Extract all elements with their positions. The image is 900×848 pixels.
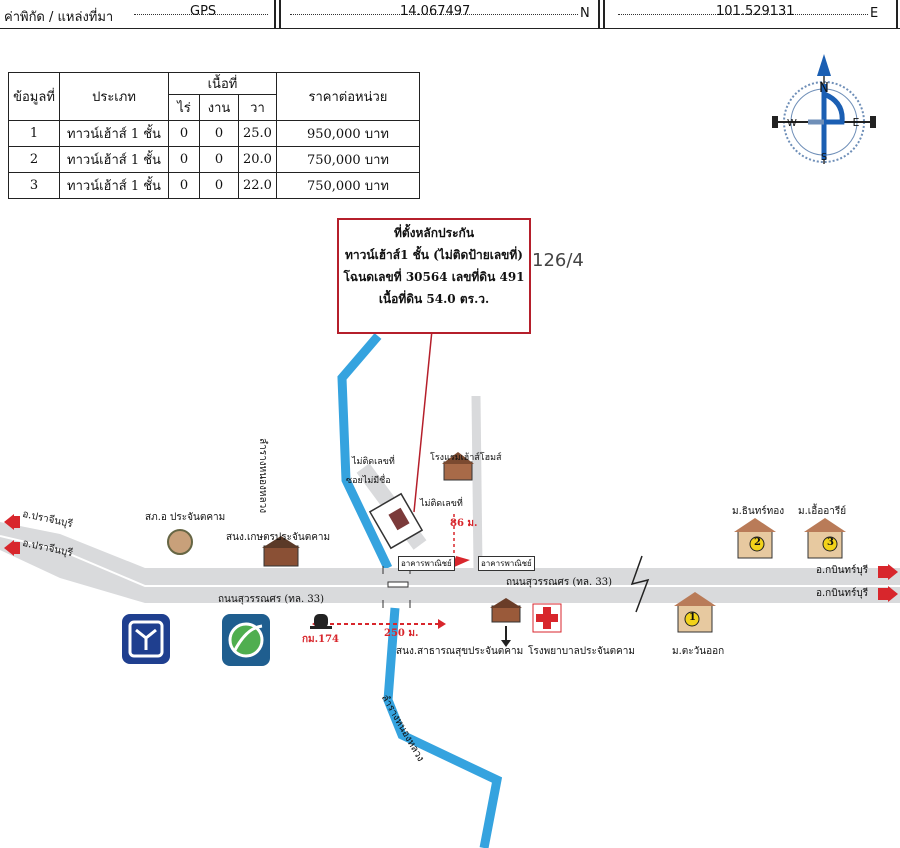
header-ngan: งาน <box>199 94 239 121</box>
road-north-label: ถนนสุวรรณศร (ทล. 33) <box>506 577 612 588</box>
latitude-value: 14.067497 <box>400 4 471 19</box>
callout-line4: เนื้อที่ดิน 54.0 ตร.ว. <box>378 292 490 306</box>
row-no: 1 <box>8 120 60 147</box>
callout-line2: ทาวน์เฮ้าส์1 ชั้น (ไม่ติดป้ายเลขที่) <box>345 248 523 262</box>
agri-office-label: สนง.เกษตรประจันตคาม <box>226 532 331 543</box>
distance-250-label: 250 ม. <box>384 628 419 639</box>
row-type: ทาวน์เฮ้าส์ 1 ชั้น <box>59 172 169 199</box>
east-top-label: อ.กบินทร์บุรี <box>816 565 869 576</box>
police-emblem-icon <box>167 529 193 555</box>
table-row: 3 ทาวน์เฮ้าส์ 1 ชั้น 0 0 22.0 750,000 บา… <box>8 172 420 199</box>
row-price: 750,000 บาท <box>275 146 420 173</box>
row-wa: 25.0 <box>238 120 277 147</box>
header-type: ประเภท <box>59 72 169 121</box>
longitude-value: 101.529131 <box>716 4 795 19</box>
hotel-label: โรงแรมเฮ้าส์โฮมส์ <box>430 453 502 463</box>
commercial-label-1: อาคารพาณิชย์ <box>398 556 455 571</box>
hospital-label: โรงพยาบาลประจันตคาม <box>528 646 635 657</box>
collateral-callout: ที่ตั้งหลักประกัน ทาวน์เฮ้าส์1 ชั้น (ไม่… <box>337 218 531 334</box>
alley-label: ซอยไม่มีชื่อ <box>346 476 391 486</box>
village-3-label: ม.เอื้ออารีย์ <box>798 506 847 517</box>
row-rai: 0 <box>168 172 200 199</box>
compass-w: W <box>787 118 797 129</box>
compass-e: E <box>853 116 860 129</box>
latitude-suffix: N <box>580 6 590 21</box>
row-ngan: 0 <box>199 120 239 147</box>
row-no: 3 <box>8 172 60 199</box>
header-price: ราคาต่อหน่วย <box>275 72 420 121</box>
row-price: 750,000 บาท <box>275 172 420 199</box>
health-office-label: สนง.สาธารณสุขประจันตคาม <box>396 646 524 657</box>
main-road <box>0 522 900 603</box>
compass-s: S <box>821 152 827 163</box>
km-post-icon <box>310 614 332 629</box>
row-ngan: 0 <box>199 172 239 199</box>
bank-logo-icon <box>122 614 170 664</box>
hospital-cross-icon <box>532 603 562 633</box>
village-1-label: ม.ตะวันออก <box>672 646 725 657</box>
village-1-icon <box>674 592 716 633</box>
km-post-label: กม.174 <box>302 634 340 645</box>
road-south-label: ถนนสุวรรณศร (ทล. 33) <box>218 594 324 605</box>
coordinate-header: ค่าพิกัด / แหล่งที่มา GPS 14.067497 N 10… <box>0 0 900 29</box>
longitude-suffix: E <box>870 6 879 21</box>
table-row: 2 ทาวน์เฮ้าส์ 1 ชั้น 0 0 20.0 750,000 บา… <box>8 146 420 173</box>
police-label: สภ.อ ประจันตคาม <box>145 512 226 523</box>
health-office-icon <box>490 598 522 647</box>
row-wa: 22.0 <box>238 172 277 199</box>
no-number-label-2: ไม่ติดเลขที่ <box>420 499 463 509</box>
side-road <box>471 395 483 569</box>
east-bottom-label: อ.กบินทร์บุรี <box>816 588 869 599</box>
canal-south <box>383 607 503 848</box>
village-2-number: 2 <box>754 537 761 548</box>
coord-source: GPS <box>190 4 217 19</box>
callout-line1: ที่ตั้งหลักประกัน <box>393 226 475 240</box>
agri-office-icon <box>262 536 300 567</box>
row-wa: 20.0 <box>238 146 277 173</box>
table-row: 1 ทาวน์เฮ้าส์ 1 ชั้น 0 0 25.0 950,000 บา… <box>8 120 420 147</box>
row-price: 950,000 บาท <box>275 120 420 147</box>
village-3-number: 3 <box>827 537 834 548</box>
village-2-label: ม.ธินทร์ทอง <box>732 506 785 517</box>
comparable-units-table: ข้อมูลที่ ประเภท เนื้อที่ ราคาต่อหน่วย ไ… <box>8 72 420 199</box>
village-3-icon <box>804 518 846 559</box>
property-block <box>368 492 424 550</box>
road-centerline <box>0 535 900 587</box>
canal-north <box>337 333 393 570</box>
village-1-number: 1 <box>689 612 696 623</box>
hotel-icon <box>442 452 474 481</box>
callout-line3: โฉนดเลขที่ 30564 เลขที่ดิน 491 <box>343 270 525 284</box>
bank-logo-green-icon <box>222 614 270 666</box>
row-rai: 0 <box>168 146 200 173</box>
row-type: ทาวน์เฮ้าส์ 1 ชั้น <box>59 120 169 147</box>
canal-north-label: ลำรางหนองหลวง <box>257 438 268 514</box>
no-number-label-1: ไม่ติดเลขที่ <box>352 457 395 467</box>
row-rai: 0 <box>168 120 200 147</box>
coord-label: ค่าพิกัด / แหล่งที่มา <box>4 10 114 25</box>
compass-n: N <box>819 81 829 96</box>
row-type: ทาวน์เฮ้าส์ 1 ชั้น <box>59 146 169 173</box>
compass-rose-icon: N S E W <box>772 54 876 164</box>
commercial-label-2: อาคารพาณิชย์ <box>478 556 535 571</box>
village-2-icon <box>734 518 776 559</box>
distance-86-label: 86 ม. <box>450 518 478 529</box>
handwritten-number: 126/4 <box>532 250 584 271</box>
